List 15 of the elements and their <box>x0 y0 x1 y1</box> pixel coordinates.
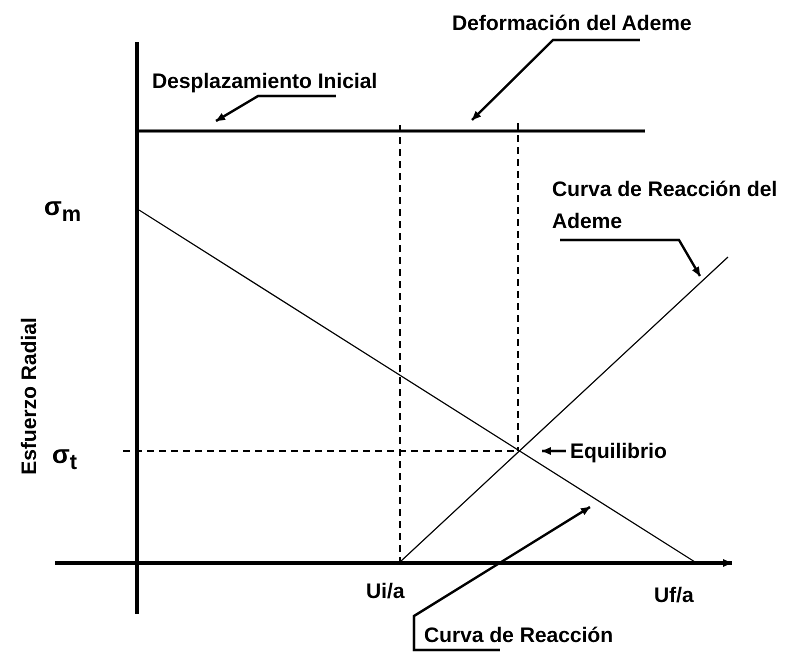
axis-title: Esfuerzo Radial <box>17 316 42 477</box>
leader-line <box>215 94 336 122</box>
axis-symbol: σ$_{m}$ <box>44 190 82 228</box>
tick-label: Uf/a <box>654 583 694 609</box>
leader-text: Curva de Reacción <box>424 620 614 652</box>
tick-label: Ui/a <box>366 579 405 605</box>
leader-text: Curva de Reacción del Ademe <box>552 174 782 238</box>
leader-line <box>471 38 640 121</box>
leader-text: Equilibrio <box>570 436 667 468</box>
leader-text: Deformación del Ademe <box>452 8 692 40</box>
leader-line <box>560 238 702 277</box>
leader-line <box>542 447 566 455</box>
leader-text: Desplazamiento Inicial <box>152 66 378 98</box>
leader-line <box>412 506 591 652</box>
axis-symbol: σ$_{t}$ <box>52 438 78 476</box>
